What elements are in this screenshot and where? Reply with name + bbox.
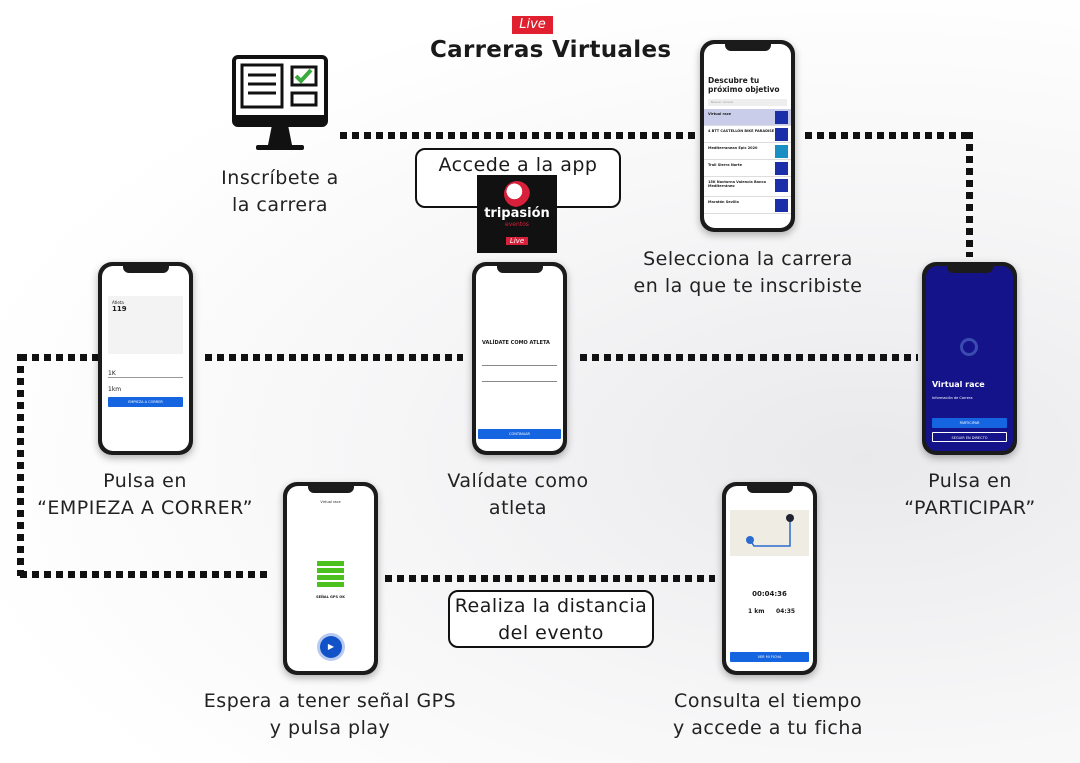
phone-participate: Virtual race Información de Carrera PART… <box>922 262 1017 455</box>
race-list-item[interactable]: 15K Nocturna Valencia Banco Mediterráneo <box>704 177 791 197</box>
phone-select-race: Descubre tu próximo objetivo Buscar carr… <box>700 40 795 232</box>
search-input[interactable]: Buscar carrera <box>708 99 787 106</box>
race-title: Virtual race <box>932 380 985 389</box>
path-line <box>385 575 715 582</box>
race-list-item[interactable]: Maratón Sevilla <box>704 197 791 214</box>
logo-subtext: eventos <box>505 221 529 228</box>
code-input[interactable] <box>482 374 557 382</box>
computer-signup-icon <box>232 55 328 155</box>
distance-value: 1 km <box>748 608 765 615</box>
phone-gps: Virtual race SEÑAL GPS OK ▶ <box>283 482 378 675</box>
path-line <box>17 354 24 576</box>
race-list-item[interactable]: Mediterranean Epic 2020 <box>704 143 791 160</box>
path-line <box>205 354 463 361</box>
view-profile-button[interactable]: VER MI FICHA <box>730 652 809 662</box>
logo-live-badge: Live <box>505 237 529 245</box>
phone-result: 00:04:36 1 km 04:35 VER MI FICHA <box>722 482 817 675</box>
phone-validate: VALÍDATE COMO ATLETA CONTINUAR <box>472 262 567 455</box>
phone-start-running: Atleta 119 1K 1km EMPIEZA A CORRER <box>98 262 193 455</box>
follow-live-button[interactable]: SEGUIR EN DIRECTO <box>932 432 1007 442</box>
screen-title: VALÍDATE COMO ATLETA <box>482 340 550 346</box>
race-list-item[interactable]: Virtual race <box>704 109 791 126</box>
id-input[interactable] <box>482 358 557 366</box>
gps-signal-icon <box>317 561 344 588</box>
gps-status: SEÑAL GPS OK <box>316 595 345 599</box>
path-line <box>340 132 700 139</box>
tripasion-app-logo[interactable]: tripasión eventos Live <box>477 175 557 253</box>
start-running-button[interactable]: EMPIEZA A CORRER <box>108 397 183 407</box>
path-line <box>966 132 973 257</box>
race-list-item[interactable]: Trail Sierra Norte <box>704 160 791 177</box>
race-info-link[interactable]: Información de Carrera <box>932 396 973 400</box>
path-line <box>20 354 100 361</box>
pace-value: 04:35 <box>776 608 796 615</box>
page-title: Carreras Virtuales <box>430 37 672 63</box>
logo-text: tripasión <box>484 206 550 221</box>
path-line <box>580 354 918 361</box>
race-list-item[interactable]: 4 BTT CASTELLÓN BIKE PARADISE <box>704 126 791 143</box>
screen-title: Virtual race <box>320 500 341 504</box>
activity-time: 00:04:36 <box>752 590 787 598</box>
route-map <box>730 510 809 556</box>
participate-button[interactable]: PARTICIPAR <box>932 418 1007 428</box>
path-line <box>805 132 973 139</box>
race-logo-icon <box>960 338 978 356</box>
athlete-name: Atleta <box>112 300 124 305</box>
distance-select[interactable]: 1K <box>108 370 183 378</box>
step-start-label: Pulsa en“EMPIEZA A CORRER” <box>37 470 253 519</box>
event-distance: 1km <box>108 386 122 393</box>
play-button[interactable]: ▶ <box>320 636 342 658</box>
flower-icon <box>504 181 530 207</box>
live-badge: Live <box>512 16 553 34</box>
continue-button[interactable]: CONTINUAR <box>478 429 561 439</box>
path-line <box>20 571 270 578</box>
step-participate-label: Pulsa en“PARTICIPAR” <box>904 470 1036 519</box>
screen-title: Descubre tu próximo objetivo <box>708 76 780 94</box>
bib-number: 119 <box>112 305 127 313</box>
